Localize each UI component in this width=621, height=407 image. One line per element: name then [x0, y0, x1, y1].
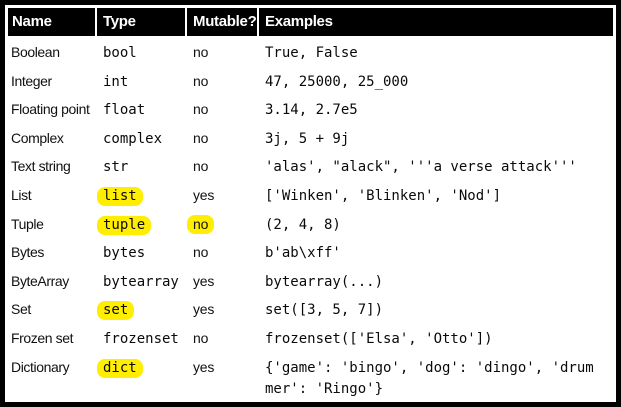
mutable-cell: yes: [187, 187, 257, 203]
mutable-value: no: [193, 101, 209, 118]
type-highlight-mark: set: [97, 301, 135, 321]
mutable-highlight-mark: no: [187, 214, 215, 234]
table-row: Integer int no 47, 25000, 25_000: [8, 68, 613, 97]
mutable-cell: no: [187, 44, 257, 60]
table-row: ByteArray bytearray yes bytearray(...): [8, 268, 613, 297]
column-divider-tick: [95, 403, 97, 407]
examples-cell: b'ab\xff': [265, 245, 341, 262]
column-header-examples: Examples: [259, 8, 613, 36]
table-row: Frozen set frozenset no frozenset(['Elsa…: [8, 325, 613, 354]
type-keyword-value: bytearray: [103, 273, 179, 290]
examples-cell: set([3, 5, 7]): [265, 302, 384, 319]
table-bottom-rule: [8, 402, 613, 407]
type-name-cell: ByteArray: [11, 272, 69, 289]
mutable-value: no: [193, 72, 209, 89]
type-keyword-cell: bytes: [97, 245, 185, 261]
table-row: Boolean bool no True, False: [8, 39, 613, 68]
mutable-cell: no: [187, 130, 257, 146]
type-name-cell: Set: [11, 301, 31, 318]
table-row: Text string str no 'alas', "alack", '''a…: [8, 153, 613, 182]
type-name-cell: Tuple: [11, 215, 44, 232]
type-keyword-cell: complex: [97, 131, 185, 147]
mutable-value: yes: [193, 358, 215, 375]
type-highlight-mark: list: [97, 186, 143, 206]
table-row: Floating point float no 3.14, 2.7e5: [8, 96, 613, 125]
mutable-value: yes: [193, 301, 215, 318]
examples-cell: True, False: [265, 45, 358, 61]
examples-cell: (2, 4, 8): [265, 216, 341, 233]
examples-cell: 47, 25000, 25_000: [265, 73, 409, 90]
type-keyword-cell: bool: [97, 45, 185, 61]
examples-cell: frozenset(['Elsa', 'Otto']): [265, 330, 493, 347]
examples-cell: 3.14, 2.7e5: [265, 102, 358, 119]
type-keyword-cell: str: [97, 159, 185, 175]
type-keyword-value: bool: [103, 45, 137, 61]
type-name-cell: Complex: [11, 129, 64, 146]
mutable-cell: yes: [187, 359, 257, 375]
table-header-row: Name Type Mutable? Examples: [8, 8, 613, 36]
type-keyword-value: frozenset: [103, 330, 179, 347]
type-keyword-cell: dict: [97, 358, 185, 378]
type-keyword-cell: tuple: [97, 215, 185, 235]
type-name-cell: Floating point: [11, 101, 90, 118]
table-row: Tuple tuple no (2, 4, 8): [8, 211, 613, 240]
type-name-cell: Integer: [11, 72, 52, 89]
table-row: List list yes ['Winken', 'Blinken', 'Nod…: [8, 182, 613, 211]
type-name-cell: Bytes: [11, 244, 45, 261]
mutable-cell: no: [187, 330, 257, 346]
type-name-cell: Boolean: [11, 44, 60, 60]
mutable-cell: yes: [187, 301, 257, 317]
type-name-cell: Dictionary: [11, 358, 70, 375]
type-keyword-cell: bytearray: [97, 274, 185, 290]
examples-cell: {'game': 'bingo', 'dog': 'dingo', 'drumm…: [265, 359, 594, 397]
type-highlight-mark: tuple: [97, 215, 152, 235]
type-name-cell: Frozen set: [11, 329, 74, 346]
table-row: Dictionary dict yes {'game': 'bingo', 'd…: [8, 354, 613, 400]
mutable-value: no: [193, 129, 209, 146]
examples-cell: bytearray(...): [265, 273, 384, 290]
mutable-cell: no: [187, 73, 257, 89]
mutable-value: yes: [193, 272, 215, 289]
type-keyword-value: bytes: [103, 245, 146, 262]
type-keyword-cell: set: [97, 301, 185, 321]
type-name-cell: Text string: [11, 158, 71, 175]
examples-cell: 'alas', "alack", '''a verse attack''': [265, 159, 577, 176]
mutable-cell: yes: [187, 273, 257, 289]
type-keyword-cell: list: [97, 186, 185, 206]
type-keyword-cell: frozenset: [97, 331, 185, 347]
column-divider-tick: [185, 403, 187, 407]
table-row: Bytes bytes no b'ab\xff': [8, 239, 613, 268]
column-divider-tick: [257, 403, 259, 407]
column-header-type: Type: [97, 8, 185, 36]
type-name-cell: List: [11, 186, 32, 203]
mutable-value: no: [193, 158, 209, 175]
mutable-value: no: [193, 44, 209, 60]
table-row: Complex complex no 3j, 5 + 9j: [8, 125, 613, 154]
examples-cell: ['Winken', 'Blinken', 'Nod']: [265, 187, 502, 204]
type-keyword-cell: float: [97, 102, 185, 118]
mutable-cell: no: [187, 214, 257, 234]
mutable-value: no: [193, 329, 209, 346]
mutable-cell: no: [187, 101, 257, 117]
type-keyword-value: str: [103, 159, 129, 176]
type-keyword-value: complex: [103, 130, 163, 147]
mutable-cell: no: [187, 244, 257, 260]
table-body: Boolean bool no True, False Integer int …: [8, 36, 613, 400]
examples-cell: 3j, 5 + 9j: [265, 130, 350, 147]
column-header-mutable: Mutable?: [187, 8, 257, 36]
mutable-cell: no: [187, 158, 257, 174]
mutable-value: yes: [193, 186, 215, 203]
type-keyword-cell: int: [97, 74, 185, 90]
table-row: Set set yes set([3, 5, 7]): [8, 296, 613, 325]
mutable-value: no: [193, 244, 209, 261]
type-keyword-value: float: [103, 102, 146, 119]
type-keyword-value: int: [103, 73, 129, 90]
column-header-name: Name: [8, 8, 95, 36]
type-highlight-mark: dict: [97, 358, 143, 378]
